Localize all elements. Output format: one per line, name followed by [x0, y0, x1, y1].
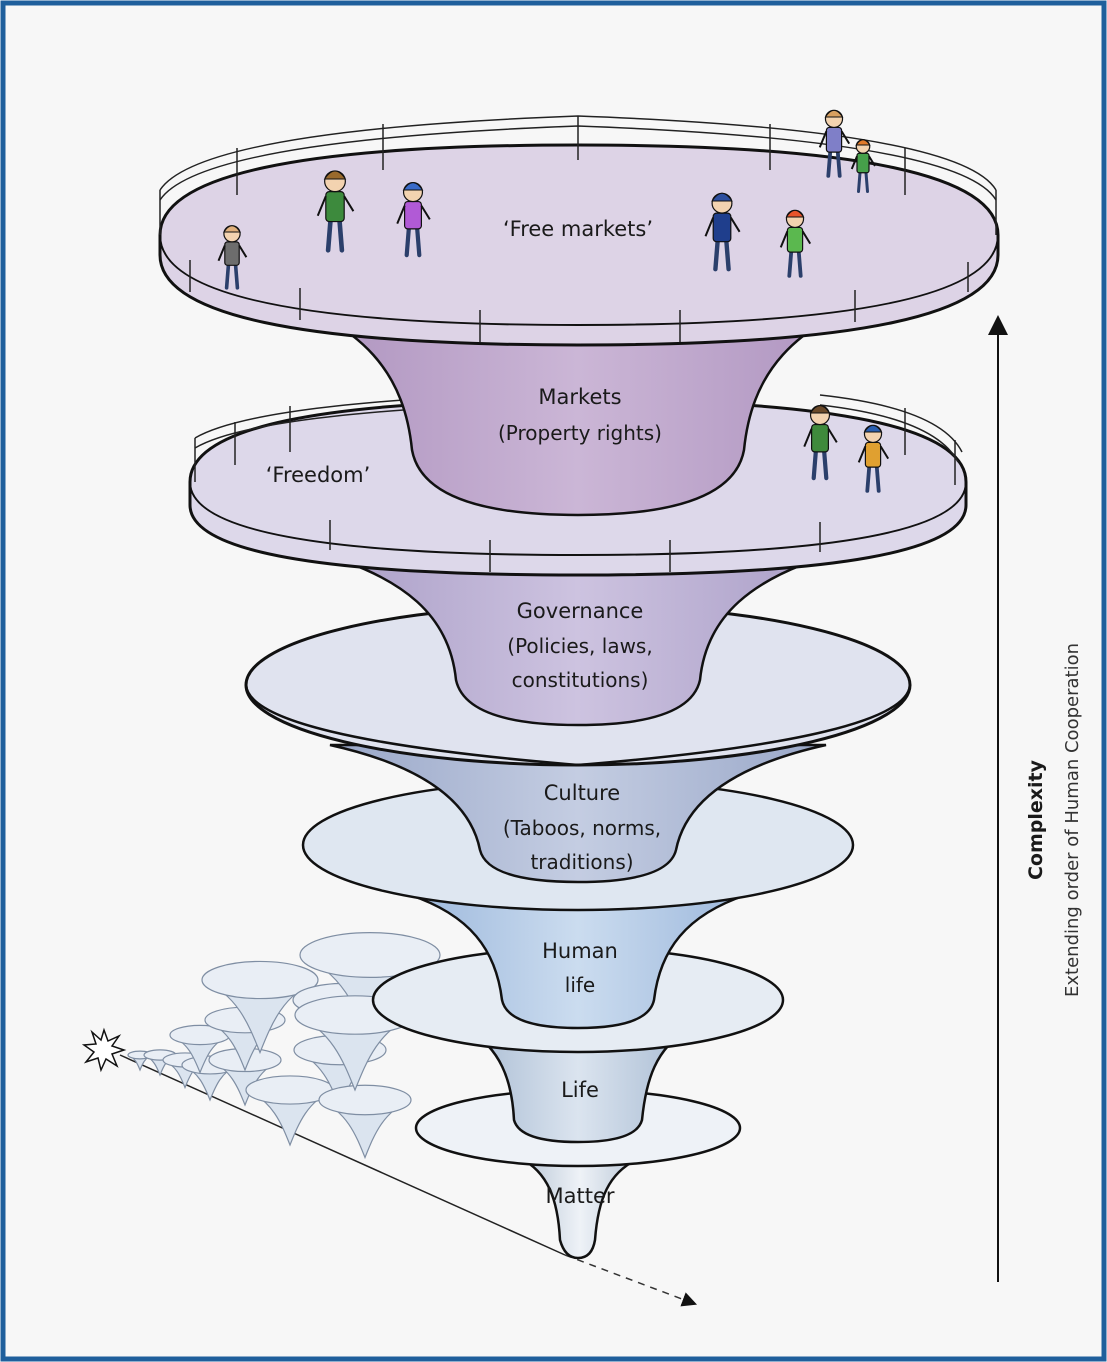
people-figure-icon: [803, 405, 838, 481]
deck-label-freedom: ‘Freedom’: [266, 463, 371, 487]
timeline-baseline: [119, 1054, 566, 1256]
people-figure-icon: [396, 182, 431, 258]
level-title-markets: Markets: [538, 385, 621, 409]
free-markets-railing: [159, 115, 997, 342]
level-sub-governance-1: (Policies, laws,: [507, 634, 652, 658]
level-human-life: Human life: [371, 893, 785, 1054]
people-figure-icon: [850, 139, 876, 193]
deck-free-markets: ‘Free markets’: [158, 115, 1000, 347]
level-title-governance: Governance: [517, 599, 644, 623]
mini-funnel-rim: [318, 1084, 412, 1116]
funnel-stack: Matter Life Human life Culture (Taboos, …: [158, 109, 1000, 1260]
level-matter: Matter: [519, 1156, 641, 1260]
level-markets: Markets (Property rights): [249, 288, 907, 517]
level-life: Life: [414, 1028, 742, 1168]
level-sub-culture-1: (Taboos, norms,: [503, 816, 661, 840]
people-figure-icon: [217, 225, 248, 290]
people-figure-icon: [818, 109, 851, 178]
people-figure-icon: [316, 170, 355, 253]
deck-label-free-markets: ‘Free markets’: [503, 217, 653, 241]
level-title-matter: Matter: [545, 1184, 614, 1208]
mini-funnel-rim: [299, 931, 441, 978]
level-culture: Culture (Taboos, norms, traditions): [301, 743, 855, 912]
level-title-human: Human: [542, 939, 618, 963]
mini-funnels: [127, 931, 441, 1160]
level-title-life: Life: [561, 1078, 599, 1102]
people-figure-icon: [779, 209, 812, 278]
big-bang-star-icon: [81, 1027, 127, 1073]
people-figures: [217, 109, 890, 493]
level-title-culture: Culture: [544, 781, 620, 805]
level-governance: Governance (Policies, laws, constitution…: [244, 546, 912, 767]
axis-subtitle: Extending order of Human Cooperation: [1062, 643, 1083, 997]
people-figure-icon: [704, 192, 741, 272]
timeline-future-arrow: [564, 1254, 698, 1307]
axis-title: Complexity: [1025, 759, 1047, 880]
level-sub-governance-2: constitutions): [512, 668, 649, 692]
level-sub-culture-2: traditions): [530, 850, 633, 874]
people-figure-icon: [857, 424, 890, 493]
level-sub-human: life: [565, 973, 595, 997]
level-sub-markets: (Property rights): [498, 421, 662, 445]
mini-funnel-rim: [201, 960, 319, 1000]
